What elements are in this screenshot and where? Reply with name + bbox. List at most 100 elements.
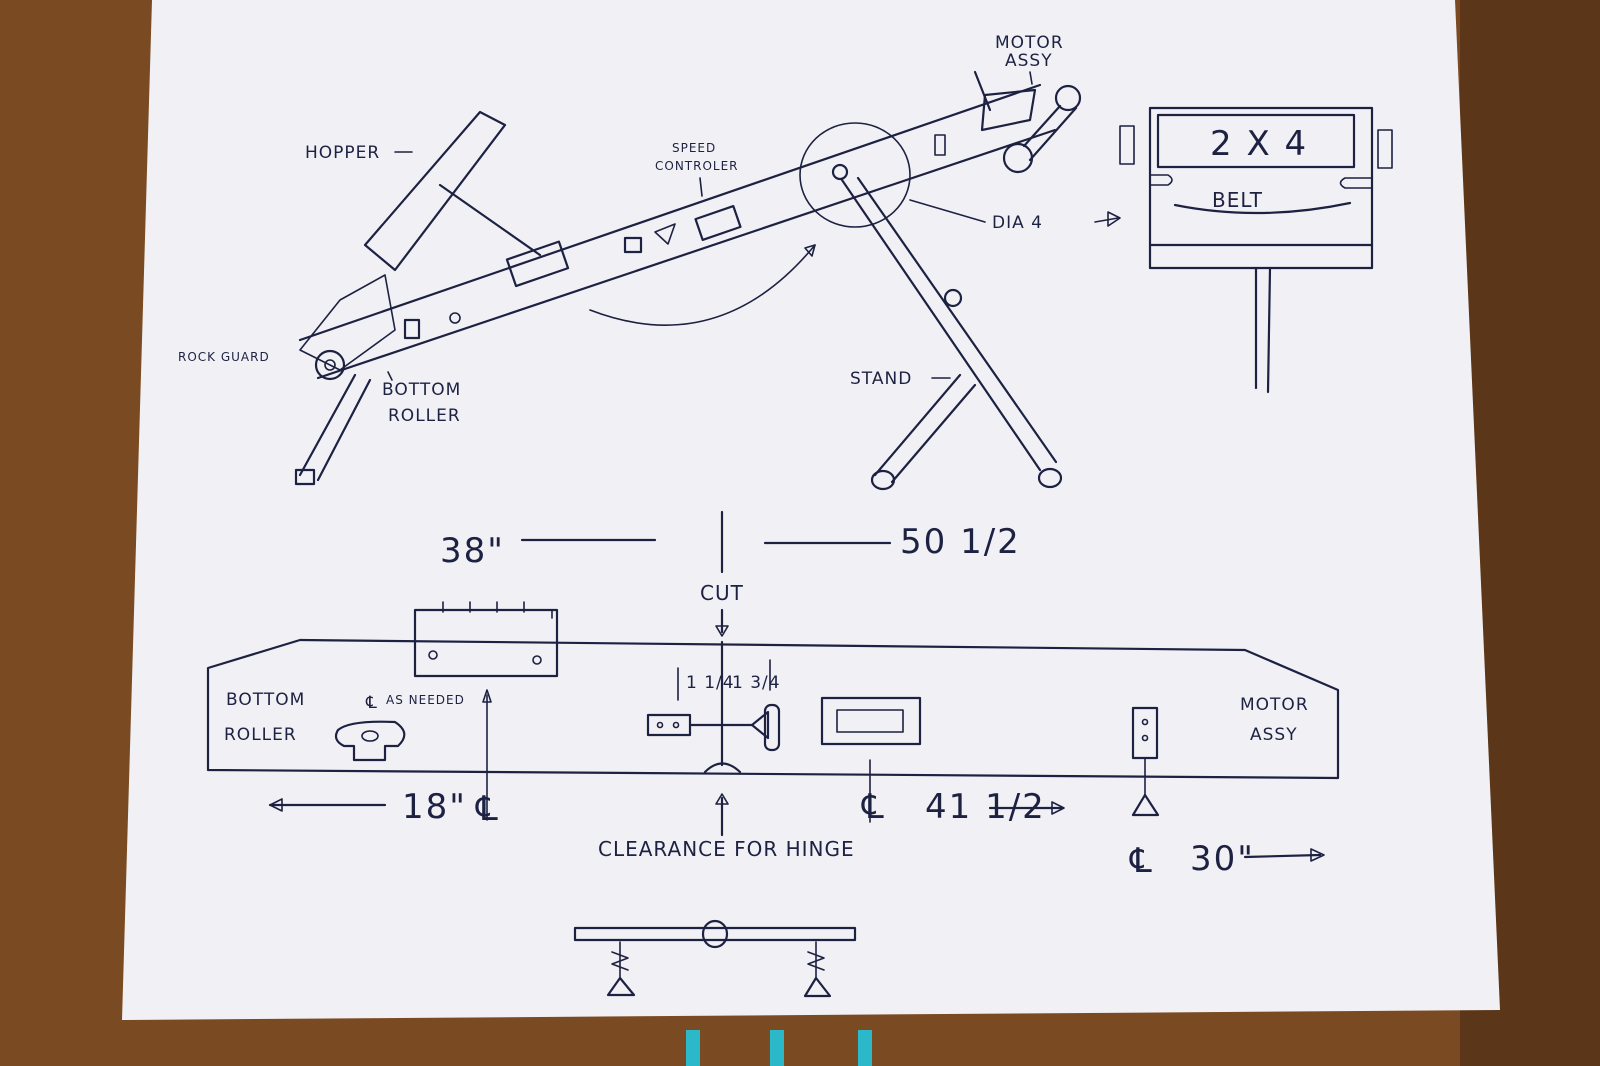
plate-hole — [532, 655, 542, 665]
bolt-left — [1119, 125, 1135, 165]
label-belt: BELT — [1212, 188, 1263, 212]
small-clamp — [934, 134, 946, 156]
conveyor-bottom-rail — [316, 128, 1057, 380]
stand-leg-short — [873, 373, 962, 477]
switch-knob — [654, 223, 676, 245]
plate-hole — [428, 650, 438, 660]
hinge-hole — [672, 721, 680, 729]
dim-38: 38" — [440, 531, 505, 571]
label-frac-1-1-4: 1 1/4 — [686, 673, 735, 693]
front-leg-foot — [294, 468, 316, 486]
centerline-symbol: ℄ — [365, 693, 378, 713]
leader-line — [909, 199, 986, 223]
hopper-bracket — [505, 240, 570, 288]
hinge-pivot — [831, 163, 849, 181]
centerline-30: ℄ — [1129, 841, 1154, 881]
bottom-roller-wheel — [314, 349, 346, 381]
spring-coil-right — [807, 951, 825, 971]
label-frac-1-3-4: 1 3/4 — [732, 673, 781, 693]
rail-plan-view — [206, 601, 1340, 823]
label-speed-2: CONTROLER — [655, 159, 739, 173]
stand-leg-long — [840, 178, 1042, 472]
foot-right — [803, 976, 832, 998]
motor-belt — [1022, 104, 1062, 148]
tape-strip — [858, 1030, 872, 1066]
tape-strip — [770, 1030, 784, 1066]
stand-knob — [943, 288, 963, 308]
label-clearance: CLEARANCE FOR HINGE — [598, 837, 855, 861]
bottom-roller-hub — [324, 359, 336, 371]
foot-left — [606, 976, 636, 997]
rail-outline — [206, 638, 1340, 780]
leader-line — [1029, 71, 1033, 85]
hinge-pin — [701, 919, 729, 949]
label-bottom-roller-2: ROLLER — [388, 406, 461, 426]
cut-arrowhead — [715, 625, 729, 637]
hinge-latch — [763, 703, 781, 752]
conveyor-side-sketch — [294, 70, 1121, 491]
hopper-strut — [438, 183, 542, 257]
tape-strip — [686, 1030, 700, 1066]
hinge-notch — [703, 762, 742, 774]
label-2x4: 2 X 4 — [1210, 124, 1308, 164]
dim-30-arrowhead — [1310, 848, 1325, 862]
conveyor-top-rail — [298, 83, 1042, 342]
dim-30-line — [1243, 853, 1322, 859]
label-stand: STAND — [850, 369, 912, 389]
plan-label-bottom-2: ROLLER — [224, 725, 297, 745]
cross-section-sketch — [1119, 106, 1393, 394]
speed-controller-box — [694, 204, 742, 242]
bolt-plate — [403, 318, 421, 340]
belt-curve — [1173, 201, 1352, 215]
side-rail-right — [1339, 177, 1373, 189]
stand-foot — [1037, 467, 1063, 489]
dim-30: 30" — [1190, 839, 1255, 879]
hinge-end-view — [573, 919, 857, 998]
label-hopper: HOPPER — [305, 143, 380, 163]
front-leg — [298, 373, 357, 477]
arrow-head — [1107, 211, 1121, 227]
label-motor-assy-2: ASSY — [1005, 51, 1053, 71]
speed-controller-plan — [820, 696, 922, 746]
hinge-hole — [656, 721, 664, 729]
label-speed-1: SPEED — [672, 141, 716, 155]
stand-foot — [870, 469, 896, 491]
label-dia4: DIA 4 — [992, 213, 1043, 233]
stand-leg-long — [856, 176, 1058, 464]
label-motor-assy-1: MOTOR — [995, 33, 1064, 53]
centerline-18: ℄ — [475, 789, 500, 829]
rock-guard — [299, 274, 396, 371]
two-by-four-box — [1156, 113, 1356, 169]
motor-post — [973, 70, 992, 112]
side-rail-left — [1149, 174, 1173, 186]
plan-label-motor-2: ASSY — [1250, 725, 1298, 745]
motor-belt — [1028, 106, 1078, 162]
bolt — [449, 312, 461, 324]
label-cut: CUT — [700, 581, 744, 605]
bolt-right — [1377, 129, 1393, 169]
motor-mount-hole — [1141, 734, 1149, 742]
motor-cone — [1131, 793, 1160, 817]
front-leg — [316, 378, 372, 482]
support-post — [1266, 266, 1272, 394]
plan-label-bottom-1: BOTTOM — [226, 690, 305, 710]
fold-arc-arrow — [589, 244, 816, 326]
label-rock-guard: ROCK GUARD — [178, 350, 270, 364]
dim-18-arrowhead — [269, 798, 283, 812]
motor-bracket — [980, 88, 1037, 132]
switch-box — [623, 236, 643, 254]
motor-pulley — [1054, 84, 1082, 112]
spring-coil-left — [611, 951, 629, 971]
clearance-arrowhead — [715, 793, 729, 805]
hinge-cone — [750, 710, 770, 740]
hinge-detail-circle — [799, 122, 911, 228]
speed-controller-display — [836, 709, 904, 733]
paper-sheet — [122, 0, 1500, 1020]
stand-leg-short — [890, 383, 977, 484]
motor-mount-hole — [1141, 718, 1149, 726]
label-bottom-roller-1: BOTTOM — [382, 380, 461, 400]
roller-bracket-hole — [361, 730, 379, 742]
dim-18: 18" — [402, 787, 467, 827]
